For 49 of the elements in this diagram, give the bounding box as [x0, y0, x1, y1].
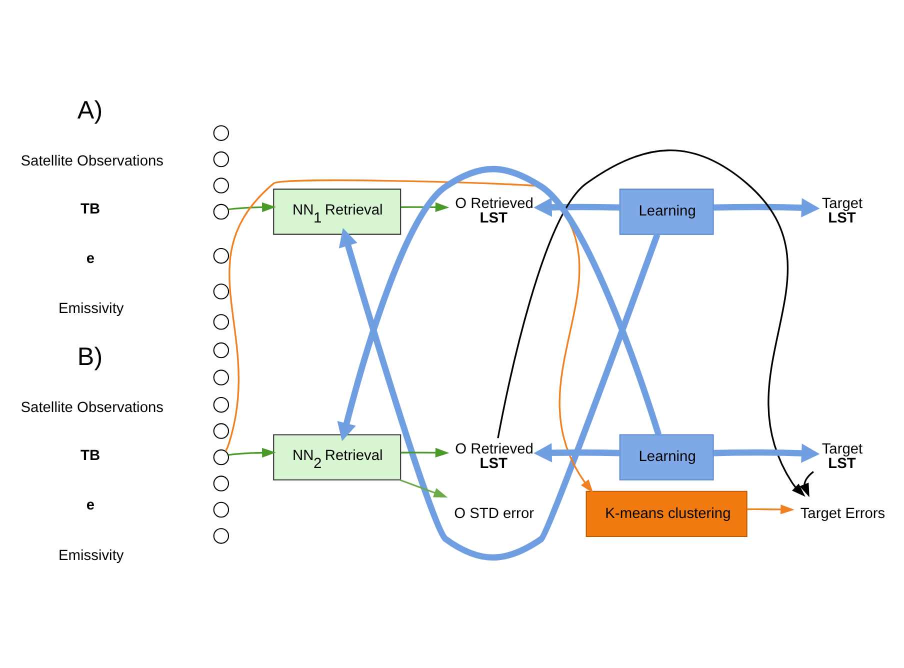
node-text: O Retrieved LST [455, 441, 534, 472]
node-box: Learning [619, 434, 714, 480]
label: A) [77, 96, 103, 125]
arrow [400, 479, 448, 498]
node-circle [213, 449, 230, 466]
node-text: Target Errors [800, 506, 886, 522]
node-circle [213, 248, 230, 264]
arrow [338, 228, 660, 560]
node-circle [213, 125, 230, 141]
arrow [400, 448, 450, 458]
node-circle [213, 178, 230, 194]
node-circle [213, 284, 230, 300]
node-circle [213, 476, 230, 492]
label: TB [80, 448, 100, 464]
node-circle [213, 528, 230, 544]
node-text: Target LST [822, 196, 863, 226]
arrow [534, 198, 620, 217]
node-text: O STD error [454, 506, 534, 522]
arrow [713, 444, 820, 463]
arrow [228, 448, 276, 458]
label: Emissivity [58, 548, 124, 564]
arrow [534, 443, 620, 462]
node-circle [213, 151, 230, 168]
node-circle [213, 314, 230, 330]
label: Satellite Observations [20, 153, 164, 170]
label: e [86, 250, 95, 267]
arrow [337, 166, 662, 442]
arrow [747, 504, 794, 514]
node-circle [213, 204, 230, 220]
label: Satellite Observations [20, 400, 164, 416]
arrow [800, 471, 814, 498]
node-circle [213, 370, 230, 386]
node-circle [213, 396, 230, 413]
node-box: K-means clustering [586, 490, 748, 538]
arrow [228, 202, 276, 212]
label: TB [80, 202, 100, 218]
node-circle [213, 502, 230, 518]
label: e [86, 497, 95, 514]
node-box: Learning [619, 188, 714, 235]
arrow [713, 198, 820, 218]
label: Emissivity [58, 301, 124, 318]
arrow [224, 180, 594, 494]
arrow [400, 202, 450, 212]
label: B) [77, 343, 103, 372]
node-text: Target LST [822, 441, 863, 472]
arrow [497, 150, 806, 497]
node-circle [213, 342, 230, 358]
node-circle [213, 423, 230, 439]
node-text: O Retrieved LST [455, 196, 534, 226]
